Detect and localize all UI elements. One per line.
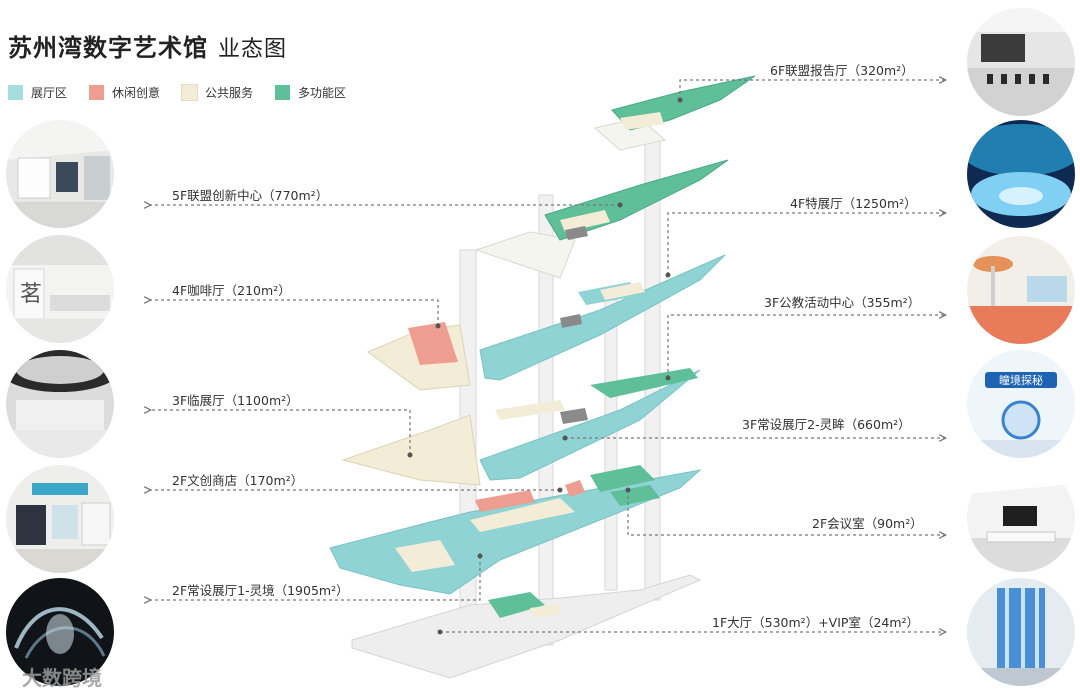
legend: 展厅区 休闲创意 公共服务 多功能区	[8, 84, 346, 101]
legend-label: 公共服务	[205, 86, 254, 100]
photo-4f-special-hall	[967, 120, 1075, 228]
label-3f-temporary-hall: 3F临展厅（1100m²）	[172, 393, 299, 408]
label-1f-lobby-vip: 1F大厅（530m²）+VIP室（24m²）	[712, 615, 920, 630]
svg-text:茗: 茗	[20, 282, 42, 307]
photo-2f-meeting-room	[967, 464, 1075, 572]
metaverse-sign-text: 瞳境探秘	[999, 373, 1043, 387]
label-5f-innovation-center: 5F联盟创新中心（770m²）	[172, 188, 329, 203]
photo-5f-innovation-center	[6, 120, 114, 228]
legend-label: 休闲创意	[112, 86, 161, 100]
floor-6f	[593, 75, 756, 151]
legend-label: 多功能区	[298, 86, 347, 100]
photo-4f-cafe: 茗	[6, 235, 114, 343]
label-3f-permanent-hall-2: 3F常设展厅2-灵眸（660m²）	[742, 417, 911, 432]
photo-6f-lecture-hall	[967, 8, 1075, 116]
label-2f-permanent-hall-1: 2F常设展厅1-灵境（1905m²）	[172, 583, 349, 598]
floor-3f	[341, 368, 701, 486]
legend-item-leisure: 休闲创意	[89, 84, 160, 101]
leader-dots	[407, 97, 683, 635]
legend-item-exhibition: 展厅区	[8, 84, 67, 101]
photo-1f-lobby	[967, 578, 1075, 686]
label-4f-cafe: 4F咖啡厅（210m²）	[172, 283, 291, 298]
watermark: 大数跨境	[22, 666, 102, 690]
floor-4f	[366, 254, 726, 391]
floor-5f	[474, 159, 729, 279]
legend-swatch-exhibition	[8, 85, 23, 100]
leader-lines	[150, 80, 945, 632]
legend-item-multi: 多功能区	[275, 84, 346, 101]
photo-2f-permanent-hall-1	[6, 578, 114, 686]
floor-2f	[329, 465, 702, 595]
legend-item-public: 公共服务	[181, 84, 254, 101]
photo-2f-creative-store	[6, 465, 114, 573]
photo-3f-education-center	[967, 236, 1075, 344]
title-main: 苏州湾数字艺术馆	[8, 34, 208, 62]
label-2f-creative-store: 2F文创商店（170m²）	[172, 473, 304, 488]
legend-swatch-public	[181, 84, 199, 101]
page-title: 苏州湾数字艺术馆业态图	[8, 28, 287, 63]
photo-3f-temporary-hall	[6, 350, 114, 458]
floor-1f	[351, 574, 702, 679]
label-2f-meeting-room: 2F会议室（90m²）	[812, 516, 923, 531]
legend-swatch-leisure	[89, 85, 105, 100]
legend-label: 展厅区	[31, 86, 68, 100]
title-sub: 业态图	[218, 37, 288, 62]
label-3f-education-center: 3F公教活动中心（355m²）	[764, 295, 921, 310]
label-4f-special-hall: 4F特展厅（1250m²）	[790, 196, 917, 211]
photo-3f-permanent-hall-2: 瞳境探秘	[967, 350, 1075, 458]
label-6f-lecture-hall: 6F联盟报告厅（320m²）	[770, 63, 914, 78]
legend-swatch-multi	[275, 85, 291, 100]
